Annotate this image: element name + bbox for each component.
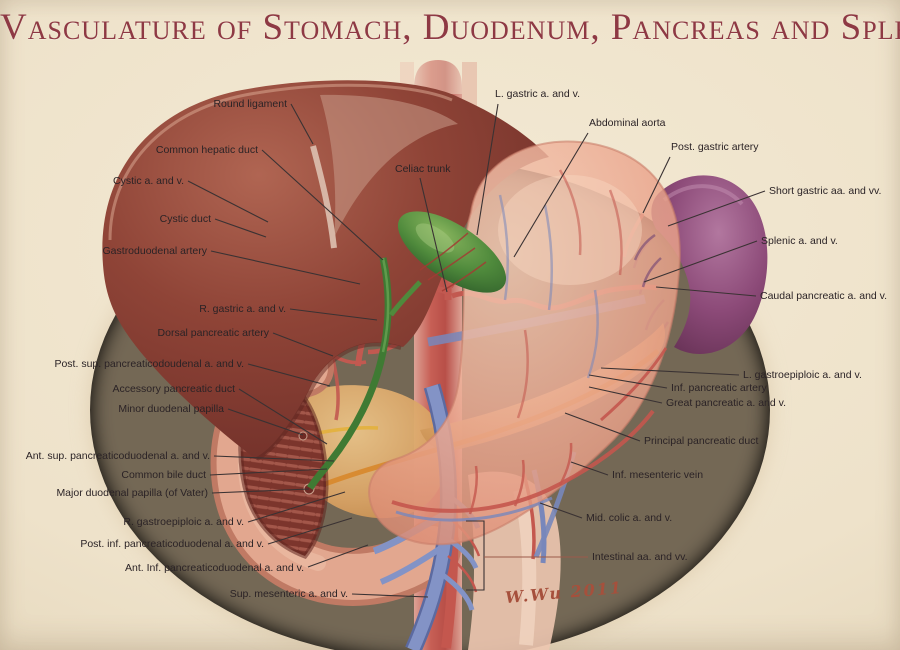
label-splenic-a-and-v: Splenic a. and v.: [761, 235, 838, 247]
cystic-vessels-illustration: [419, 232, 487, 292]
leader-short-gastric-aa-and-vv: [667, 190, 766, 227]
leader-common-hepatic-duct: [261, 149, 384, 261]
label-l-gastroepiploic-a-and-v: L. gastroepiploic a. and v.: [743, 369, 862, 381]
leader-gastroduodenal-artery: [210, 250, 361, 285]
label-celiac-trunk: Celiac trunk: [395, 163, 451, 175]
leader-l-gastroepiploic-a-and-v: [600, 367, 740, 376]
leader-round-ligament: [290, 103, 314, 145]
leader-major-duodenal-papilla-of-vater: [211, 488, 310, 494]
label-r-gastric-a-and-v: R. gastric a. and v.: [199, 303, 286, 315]
leader-sup-mesenteric-a-and-v: [351, 593, 429, 598]
leader-r-gastric-a-and-v: [289, 308, 378, 321]
leader-post-gastric-artery: [642, 156, 671, 214]
gallbladder-illustration: [307, 211, 507, 490]
leader-splenic-a-and-v: [643, 240, 758, 283]
label-inf-pancreatic-artery: Inf. pancreatic artery: [671, 382, 767, 394]
round-ligament-illustration: [310, 145, 337, 249]
label-caudal-pancreatic-a-and-v: Caudal pancreatic a. and v.: [760, 290, 887, 302]
label-dorsal-pancreatic-artery: Dorsal pancreatic artery: [158, 327, 270, 339]
label-common-hepatic-duct: Common hepatic duct: [156, 144, 258, 156]
label-mid-colic-a-and-v: Mid. colic a. and v.: [586, 512, 672, 524]
leader-caudal-pancreatic-a-and-v: [655, 286, 757, 297]
gastric-surface-vessels: [498, 169, 623, 419]
label-cystic-duct: Cystic duct: [160, 213, 211, 225]
label-minor-duodenal-papilla: Minor duodenal papilla: [118, 403, 224, 415]
liver-illustration: [102, 80, 549, 461]
label-common-bile-duct: Common bile duct: [121, 469, 206, 481]
leader-principal-pancreatic-duct: [564, 412, 641, 442]
label-round-ligament: Round ligament: [213, 98, 287, 110]
leader-inf-pancreatic-artery: [588, 374, 668, 389]
minor-duodenal-papilla-illustration: [298, 431, 308, 441]
leader-abdominal-aorta: [513, 132, 589, 258]
label-accessory-pancreatic-duct: Accessory pancreatic duct: [112, 383, 235, 395]
label-gastroduodenal-artery: Gastroduodenal artery: [103, 245, 208, 257]
bracket-intestinal-aa-and-vv: [466, 520, 485, 591]
leader-ant-inf-pancreaticoduodenal-a-and-v: [307, 544, 369, 568]
label-inf-mesenteric-vein: Inf. mesenteric vein: [612, 469, 703, 481]
leader-l-gastric-a-and-v: [476, 103, 499, 236]
leader-accessory-pancreatic-duct: [238, 388, 328, 445]
leader-inf-mesenteric-vein: [570, 461, 609, 476]
leader-celiac-trunk: [419, 177, 448, 293]
label-post-inf-pancreaticoduodenal-a-and-v: Post. inf. pancreaticoduodenal a. and v.: [80, 538, 264, 550]
leader-minor-duodenal-papilla: [227, 408, 304, 436]
leader-ant-sup-pancreaticoduodenal-a-and-v: [213, 455, 335, 462]
leader-r-gastroepiploic-a-and-v: [247, 491, 346, 523]
label-intestinal-aa-and-vv: Intestinal aa. and vv.: [592, 551, 688, 563]
label-major-duodenal-papilla-of-vater: Major duodenal papilla (of Vater): [56, 487, 208, 499]
page-title: Vasculature of Stomach, Duodenum, Pancre…: [0, 7, 900, 48]
label-l-gastric-a-and-v: L. gastric a. and v.: [495, 88, 580, 100]
cystic-duct-illustration: [388, 280, 422, 317]
label-sup-mesenteric-a-and-v: Sup. mesenteric a. and v.: [230, 588, 348, 600]
leader-common-bile-duct: [209, 468, 328, 476]
leader-dorsal-pancreatic-artery: [272, 332, 334, 357]
gastroepiploic-vessels-illustration: [391, 233, 668, 522]
leader-cystic-duct: [214, 218, 267, 238]
label-short-gastric-aa-and-vv: Short gastric aa. and vv.: [769, 185, 881, 197]
falciform-ligament-illustration: [320, 94, 458, 238]
leader-post-sup-pancreaticodoudenal-a-and-v: [247, 363, 331, 387]
leader-post-inf-pancreaticoduodenal-a-and-v: [267, 517, 353, 545]
leader-great-pancreatic-a-and-v: [588, 386, 663, 404]
label-post-gastric-artery: Post. gastric artery: [671, 141, 759, 153]
label-principal-pancreatic-duct: Principal pancreatic duct: [644, 435, 758, 447]
label-cystic-a-and-v: Cystic a. and v.: [113, 175, 184, 187]
label-post-sup-pancreaticodoudenal-a-and-v: Post. sup. pancreaticodoudenal a. and v.: [54, 358, 244, 370]
label-abdominal-aorta: Abdominal aorta: [589, 117, 666, 129]
label-ant-sup-pancreaticoduodenal-a-and-v: Ant. sup. pancreaticoduodenal a. and v.: [26, 450, 210, 462]
label-ant-inf-pancreaticoduodenal-a-and-v: Ant. Inf. pancreaticoduodenal a. and v.: [125, 562, 304, 574]
leader-cystic-a-and-v: [187, 180, 269, 223]
leader-mid-colic-a-and-v: [539, 502, 583, 519]
label-r-gastroepiploic-a-and-v: R. gastroepiploic a. and v.: [123, 516, 244, 528]
stomach-illustration: [368, 140, 681, 546]
label-great-pancreatic-a-and-v: Great pancreatic a. and v.: [666, 397, 786, 409]
